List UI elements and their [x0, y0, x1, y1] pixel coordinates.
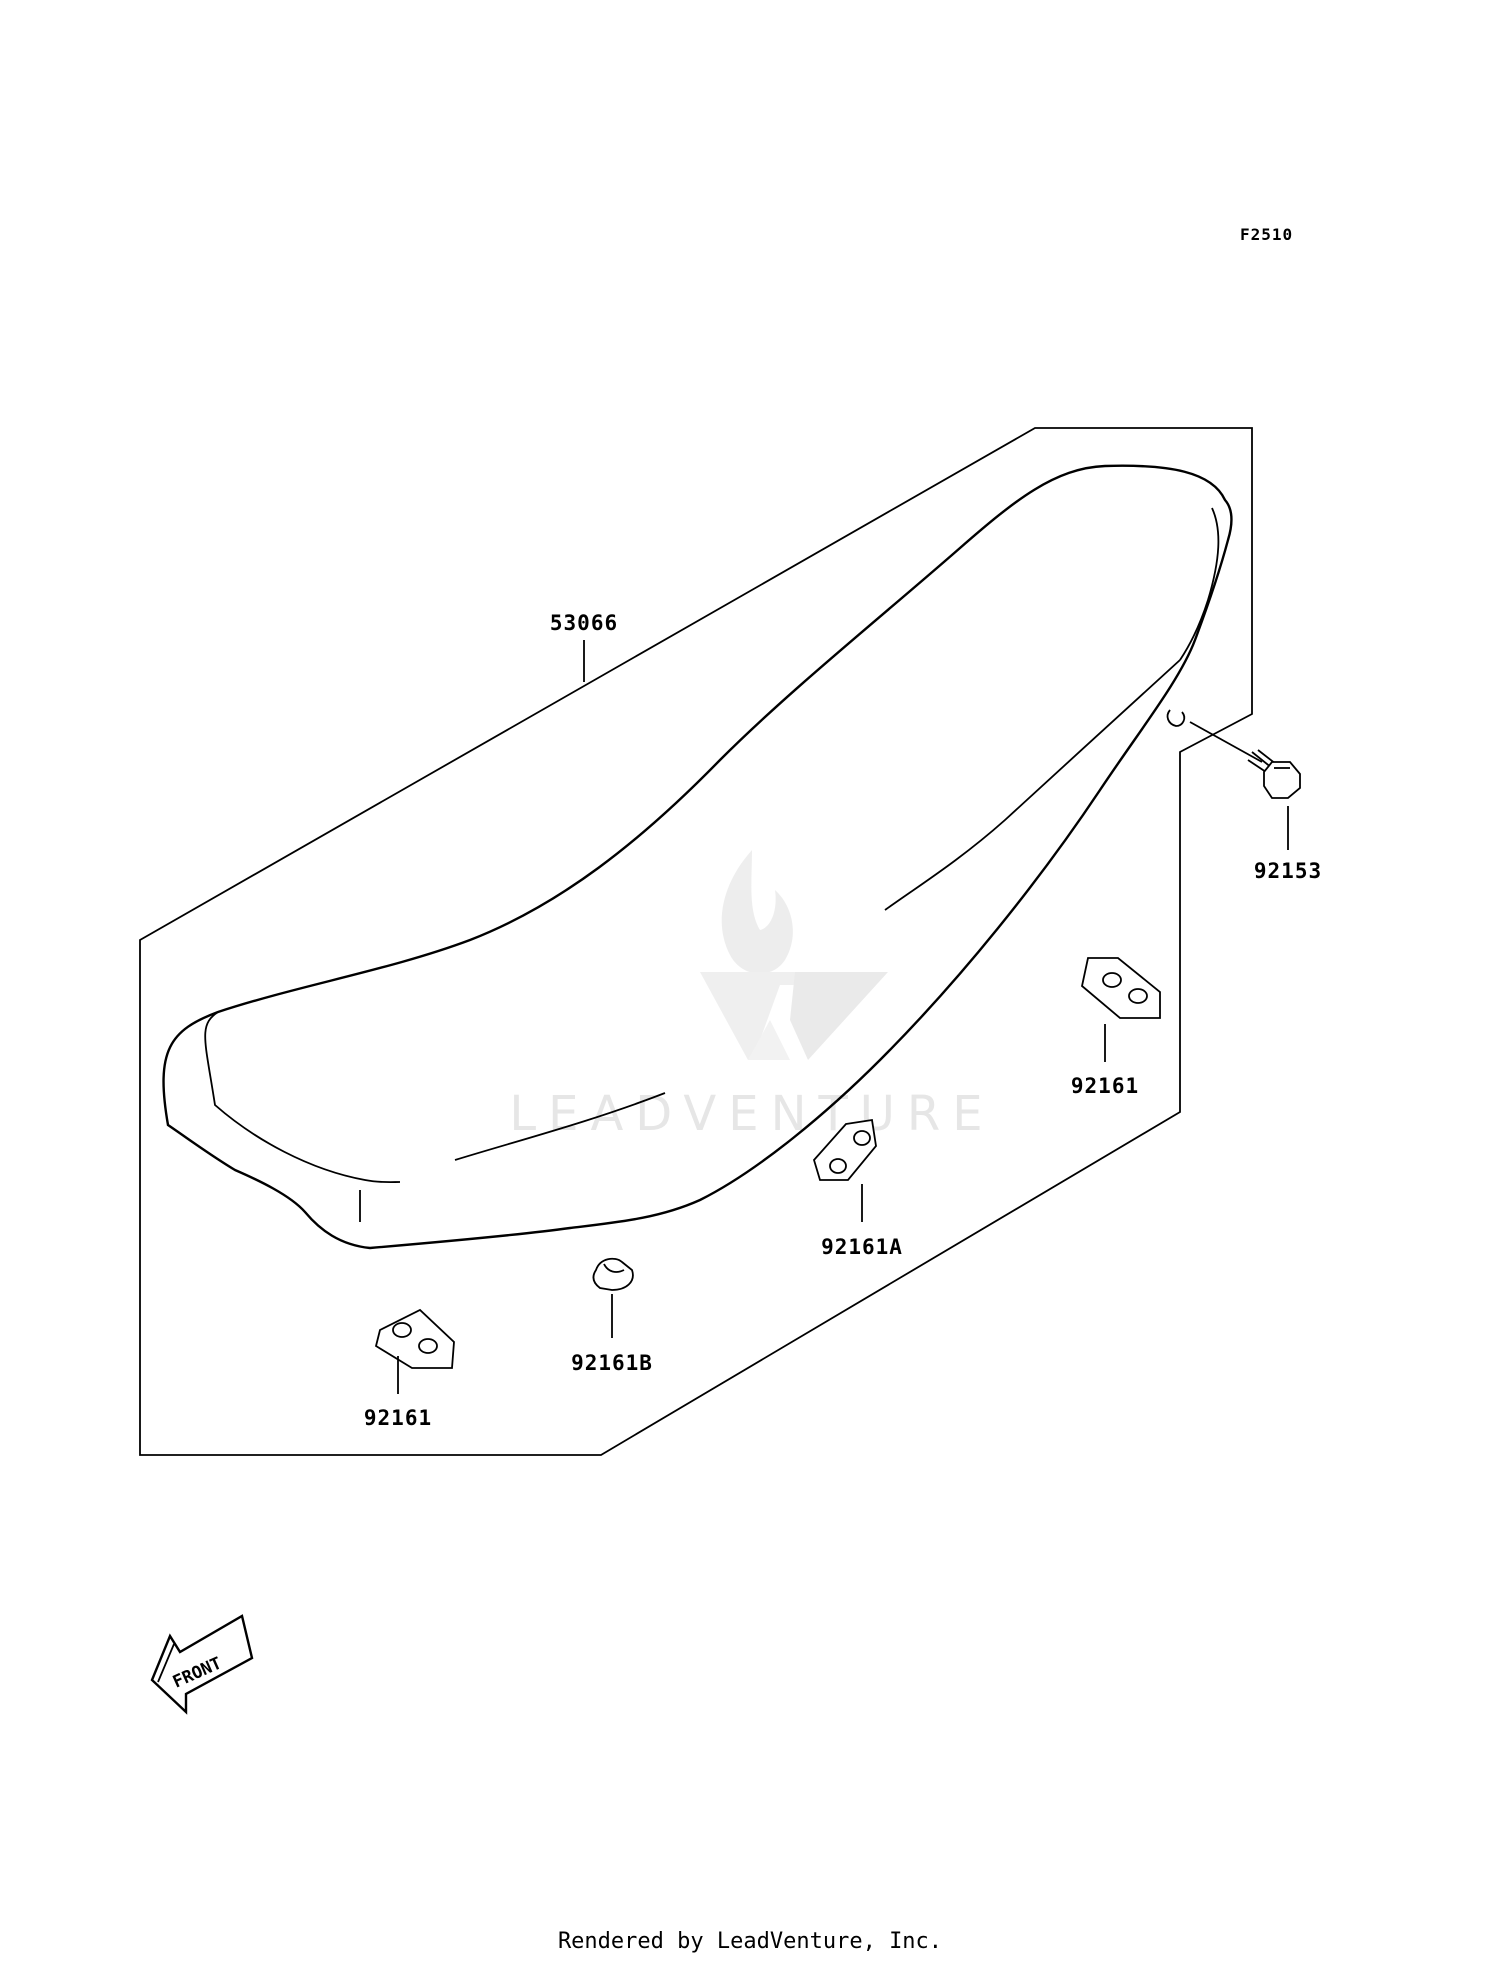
leadventure-logo-icon [700, 850, 888, 1060]
part-label-92153[interactable]: 92153 [1254, 859, 1322, 883]
watermark-text: LEADVENTURE [509, 1086, 994, 1142]
part-label-92161b[interactable]: 92161B [571, 1351, 653, 1375]
part-label-53066[interactable]: 53066 [550, 611, 618, 635]
figure-code: F2510 [1240, 225, 1293, 244]
damper-92161-right[interactable] [1081, 957, 1161, 1062]
assembly-outline [139, 427, 1253, 1456]
footer-credit: Rendered by LeadVenture, Inc. [558, 1929, 942, 1954]
bolt-92153[interactable] [1189, 721, 1301, 850]
watermark: LEADVENTURE [509, 850, 994, 1142]
damper-92161b-small[interactable] [592, 1257, 634, 1338]
damper-92161a-middle[interactable] [812, 1118, 877, 1222]
damper-92161-left[interactable] [374, 1308, 455, 1394]
part-label-92161-right[interactable]: 92161 [1071, 1074, 1139, 1098]
part-label-92161a[interactable]: 92161A [821, 1235, 903, 1259]
seat-53066[interactable] [162, 464, 1233, 1250]
front-arrow-icon: FRONT [150, 1614, 254, 1715]
part-label-92161-left[interactable]: 92161 [364, 1406, 432, 1430]
